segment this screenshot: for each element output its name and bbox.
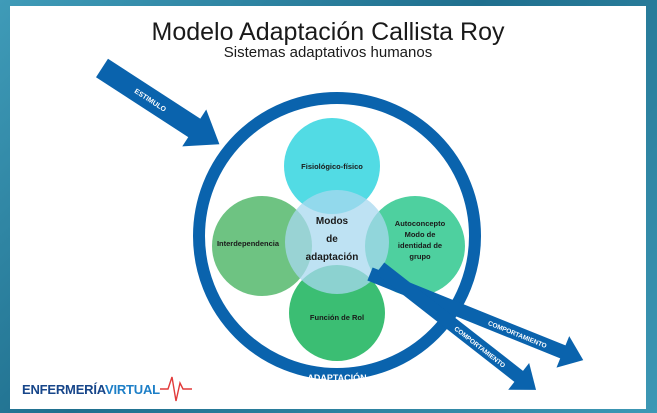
brand-part-1: ENFERMERÍA xyxy=(22,382,105,397)
autoconcepto-line-2: Modo de xyxy=(405,230,436,239)
page-title: Modelo Adaptación Callista Roy xyxy=(151,18,505,46)
center-label: Modos de adaptación xyxy=(306,216,359,263)
center-line-2: de xyxy=(326,234,338,245)
adaptation-ring xyxy=(193,92,481,380)
center-line-3: adaptación xyxy=(306,252,359,263)
autoconcepto-line-4: grupo xyxy=(409,252,431,261)
page-subtitle: Sistemas adaptativos humanos xyxy=(223,44,433,61)
autoconcepto-line-3: identidad de xyxy=(398,241,442,250)
label-interdependencia: Interdependencia xyxy=(217,239,280,248)
stimulus-arrow: ESTIMULO xyxy=(96,58,220,147)
circle-fisiologico xyxy=(284,118,380,214)
adaptation-ring-label: ADAPTACIÓN xyxy=(307,372,366,383)
brand-part-2: VIRTUAL xyxy=(104,382,160,397)
adaptation-diagram: ESTIMULO COMPORTAMIENTO COMPORTAMIENTO A… xyxy=(96,58,584,402)
heartbeat-icon xyxy=(160,376,192,402)
slide: Modelo Adaptación Callista Roy Sistemas … xyxy=(10,6,646,409)
label-autoconcepto: Autoconcepto Modo de identidad de grupo xyxy=(395,219,446,261)
center-line-1: Modos xyxy=(316,216,349,227)
center-modes-zone xyxy=(285,190,389,294)
circle-interdependencia xyxy=(212,196,312,296)
brand-logo: ENFERMERÍAVIRTUAL xyxy=(22,382,160,397)
label-funcion-rol: Función de Rol xyxy=(310,313,364,322)
circle-funcion-rol xyxy=(289,265,385,361)
autoconcepto-line-1: Autoconcepto xyxy=(395,219,446,228)
label-fisiologico: Fisiológico-físico xyxy=(301,162,363,171)
